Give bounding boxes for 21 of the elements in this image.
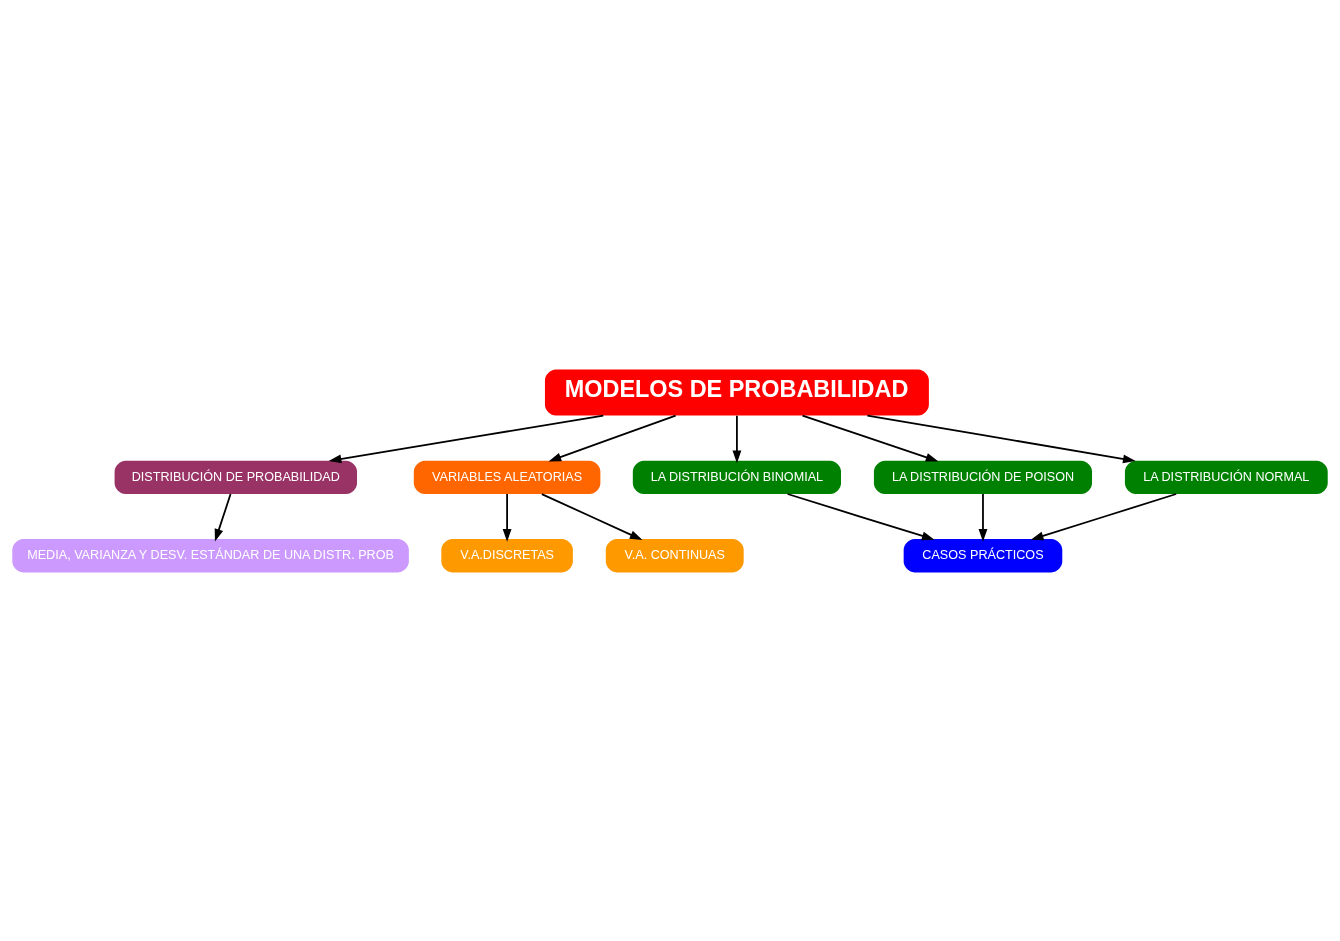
- node-box: CASOS PRÁCTICOS: [903, 538, 1063, 572]
- node-box: V.A.DISCRETAS: [441, 538, 573, 572]
- arrow: [540, 492, 643, 540]
- arrow: [786, 492, 935, 540]
- arrow: [732, 414, 742, 463]
- node-box: LA DISTRIBUCIÓN DE POISON: [873, 460, 1093, 494]
- node-box: LA DISTRIBUCIÓN NORMAL: [1124, 460, 1328, 494]
- arrow: [978, 492, 988, 542]
- arrow: [328, 414, 605, 463]
- node-box: DISTRIBUCIÓN DE PROBABILIDAD: [114, 460, 358, 494]
- arrow: [866, 414, 1136, 463]
- arrow: [1030, 492, 1178, 540]
- node-box: LA DISTRIBUCIÓN BINOMIAL: [632, 460, 841, 494]
- node-box: V.A. CONTINUAS: [605, 538, 744, 572]
- node-box: MODELOS DE PROBABILIDAD: [544, 369, 929, 416]
- arrow: [548, 414, 677, 461]
- node-box: VARIABLES ALEATORIAS: [413, 460, 601, 494]
- arrow: [801, 414, 939, 462]
- node-box: MEDIA, VARIANZA Y DESV. ESTÁNDAR DE UNA DISTR. PROB: [12, 538, 409, 572]
- arrow: [214, 492, 232, 542]
- arrow: [502, 492, 512, 542]
